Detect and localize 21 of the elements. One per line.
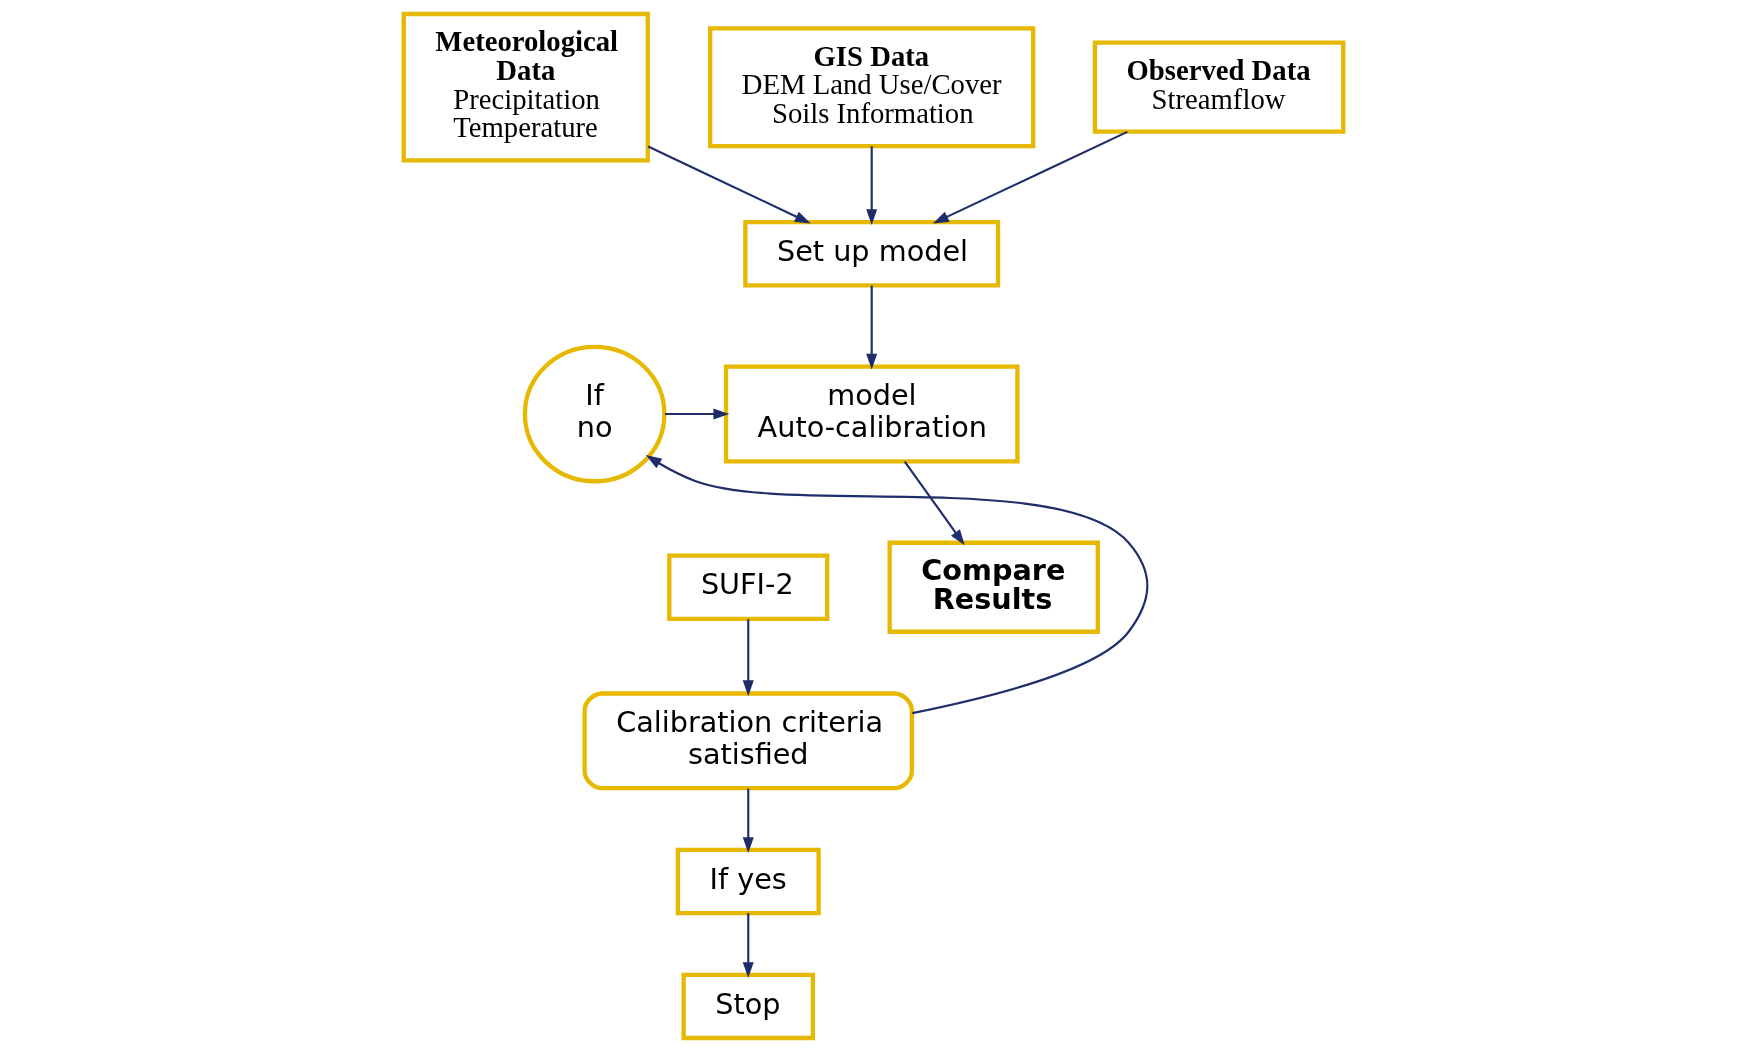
arrow [932,130,1128,224]
node-box: Calibration criteria satisfied [582,691,915,791]
node-box: GIS Data DEM Land Use/Cover Soils Information [708,26,1036,149]
node-box: Compare Results [887,540,1100,634]
node-box: model Auto-calibration [723,364,1020,464]
node-circle: If no [522,344,667,484]
node-box: Set up model [743,220,1001,288]
arrow [866,285,878,370]
node-box: Stop [681,972,815,1041]
arrow [903,460,965,546]
arrow [742,913,754,978]
arrow [645,455,1149,715]
arrow [665,408,730,420]
node-box: SUFI-2 [667,553,830,621]
node-box: If yes [675,847,821,916]
arrow [647,145,811,224]
arrow [866,146,878,225]
node-box: Observed Data Streamflow [1092,40,1346,134]
arrow [742,619,754,697]
arrow [742,788,754,853]
node-box: Meteorological Data Precipitation Temperature [401,11,650,163]
